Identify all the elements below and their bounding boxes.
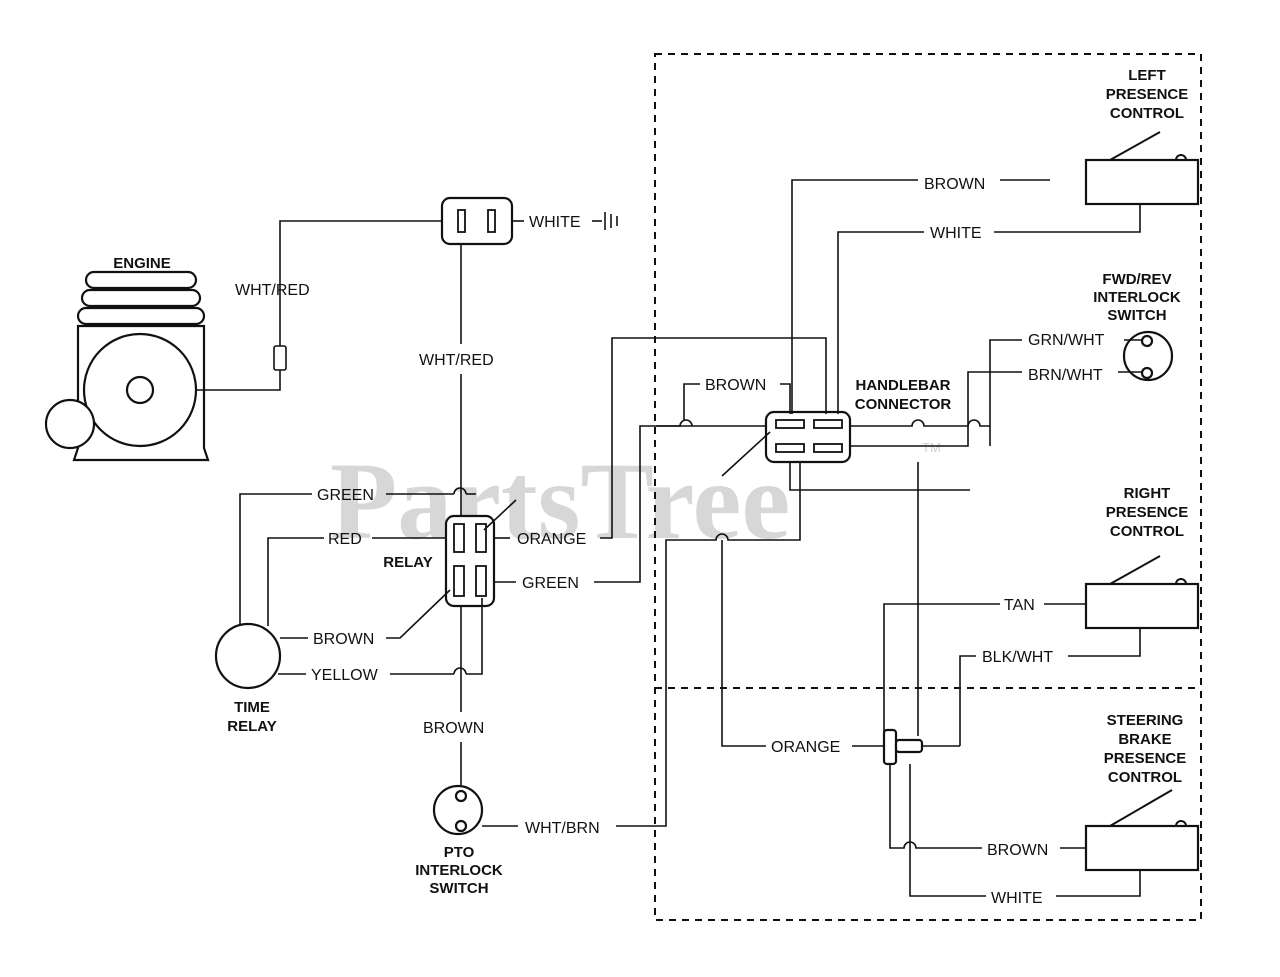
steering-label-1: STEERING (1107, 712, 1184, 729)
right-presence-label-2: PRESENCE (1106, 504, 1189, 521)
inline-connector (882, 728, 924, 766)
steering-label-3: PRESENCE (1104, 750, 1187, 767)
wires (196, 179, 1142, 897)
label-brown-steering: BROWN (987, 842, 1048, 859)
label-red: RED (328, 531, 362, 548)
right-presence-control: RIGHT PRESENCE CONTROL (1084, 485, 1200, 630)
handlebar-label-2: CONNECTOR (855, 396, 952, 413)
top-connector (440, 196, 514, 246)
fwd-rev-label-2: INTERLOCK (1093, 289, 1181, 306)
watermark-text: PartsTree (330, 440, 790, 562)
steering-brake-presence-control: STEERING BRAKE PRESENCE CONTROL (1084, 712, 1200, 872)
label-grn-wht: GRN/WHT (1028, 332, 1105, 349)
left-presence-label-1: LEFT (1128, 67, 1166, 84)
label-white-steering: WHITE (991, 890, 1043, 907)
pto-interlock-switch: PTO INTERLOCK SWITCH (415, 784, 503, 897)
label-brown-vertical: BROWN (423, 720, 484, 737)
label-white-left: WHITE (930, 225, 982, 242)
label-yellow: YELLOW (311, 667, 379, 684)
label-green-relay: GREEN (522, 575, 579, 592)
engine: ENGINE (44, 255, 210, 462)
right-presence-label-3: CONTROL (1110, 523, 1184, 540)
fwd-rev-label-3: SWITCH (1107, 307, 1166, 324)
label-green-top: GREEN (317, 487, 374, 504)
label-brown-connector: BROWN (705, 377, 766, 394)
label-brn-wht: BRN/WHT (1028, 367, 1103, 384)
handlebar-label-1: HANDLEBAR (856, 377, 951, 394)
fwd-rev-interlock-switch: FWD/REV INTERLOCK SWITCH (1093, 271, 1181, 382)
label-brown-left: BROWN (924, 176, 985, 193)
label-orange-relay: ORANGE (517, 531, 586, 548)
fwd-rev-label-1: FWD/REV (1102, 271, 1171, 288)
time-relay-label-1: TIME (234, 699, 270, 716)
pto-label-1: PTO (444, 844, 475, 861)
watermark-tm: TM (922, 440, 941, 455)
label-blk-wht: BLK/WHT (982, 649, 1053, 666)
pto-label-2: INTERLOCK (415, 862, 503, 879)
handlebar-connector: HANDLEBAR CONNECTOR (764, 377, 952, 464)
label-orange-lower: ORANGE (771, 739, 840, 756)
pto-label-3: SWITCH (429, 880, 488, 897)
right-presence-label-1: RIGHT (1124, 485, 1171, 502)
label-brown-timer: BROWN (313, 631, 374, 648)
engine-label: ENGINE (113, 255, 171, 272)
time-relay: TIME RELAY (214, 622, 282, 735)
watermark: PartsTree TM (330, 440, 941, 562)
label-wht-red-vertical: WHT/RED (419, 352, 494, 369)
time-relay-label-2: RELAY (227, 718, 276, 735)
steering-label-2: BRAKE (1118, 731, 1171, 748)
left-presence-control: LEFT PRESENCE CONTROL (1084, 67, 1200, 206)
relay: RELAY (383, 514, 496, 608)
label-tan: TAN (1004, 597, 1035, 614)
left-presence-label-3: CONTROL (1110, 105, 1184, 122)
label-white-ground: WHITE (529, 214, 581, 231)
ground-symbol (604, 212, 618, 230)
wire-labels: WHITE WHT/RED WHT/RED GREEN RED ORANGE G… (235, 176, 1105, 907)
steering-label-4: CONTROL (1108, 769, 1182, 786)
handlebar-enclosure (654, 53, 1202, 921)
label-wht-red-engine: WHT/RED (235, 282, 310, 299)
left-presence-label-2: PRESENCE (1106, 86, 1189, 103)
relay-label: RELAY (383, 554, 432, 571)
label-wht-brn: WHT/BRN (525, 820, 600, 837)
